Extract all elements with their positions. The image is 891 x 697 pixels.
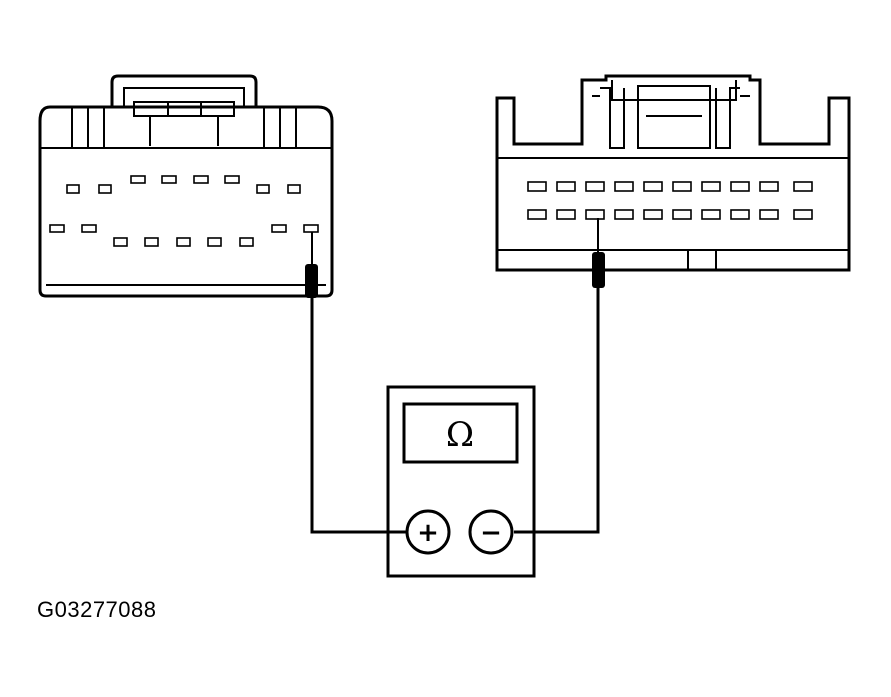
- minus-icon: −: [480, 518, 502, 548]
- plus-icon: +: [417, 518, 439, 548]
- right-probe: [592, 218, 605, 288]
- ohmmeter-body: [386, 385, 536, 578]
- positive-test-lead: [310, 298, 406, 534]
- right-connector-pins-row-1: [527, 181, 813, 192]
- right-connector-pins-row-2: [527, 209, 813, 220]
- negative-test-lead: [514, 288, 600, 534]
- left-connector: [38, 74, 334, 298]
- right-connector: [495, 74, 851, 272]
- right-connector-latch: [600, 87, 740, 149]
- left-probe: [305, 232, 318, 298]
- left-connector-body: [38, 105, 334, 298]
- ohmmeter-display: [402, 402, 519, 464]
- left-connector-latch: [110, 74, 258, 107]
- ohm-symbol: Ω: [446, 415, 474, 455]
- ohmmeter: Ω + −: [386, 385, 536, 578]
- figure-id: G03277088: [37, 597, 157, 622]
- right-connector-body: [495, 74, 851, 272]
- positive-terminal: [405, 509, 451, 555]
- negative-terminal: [468, 509, 514, 555]
